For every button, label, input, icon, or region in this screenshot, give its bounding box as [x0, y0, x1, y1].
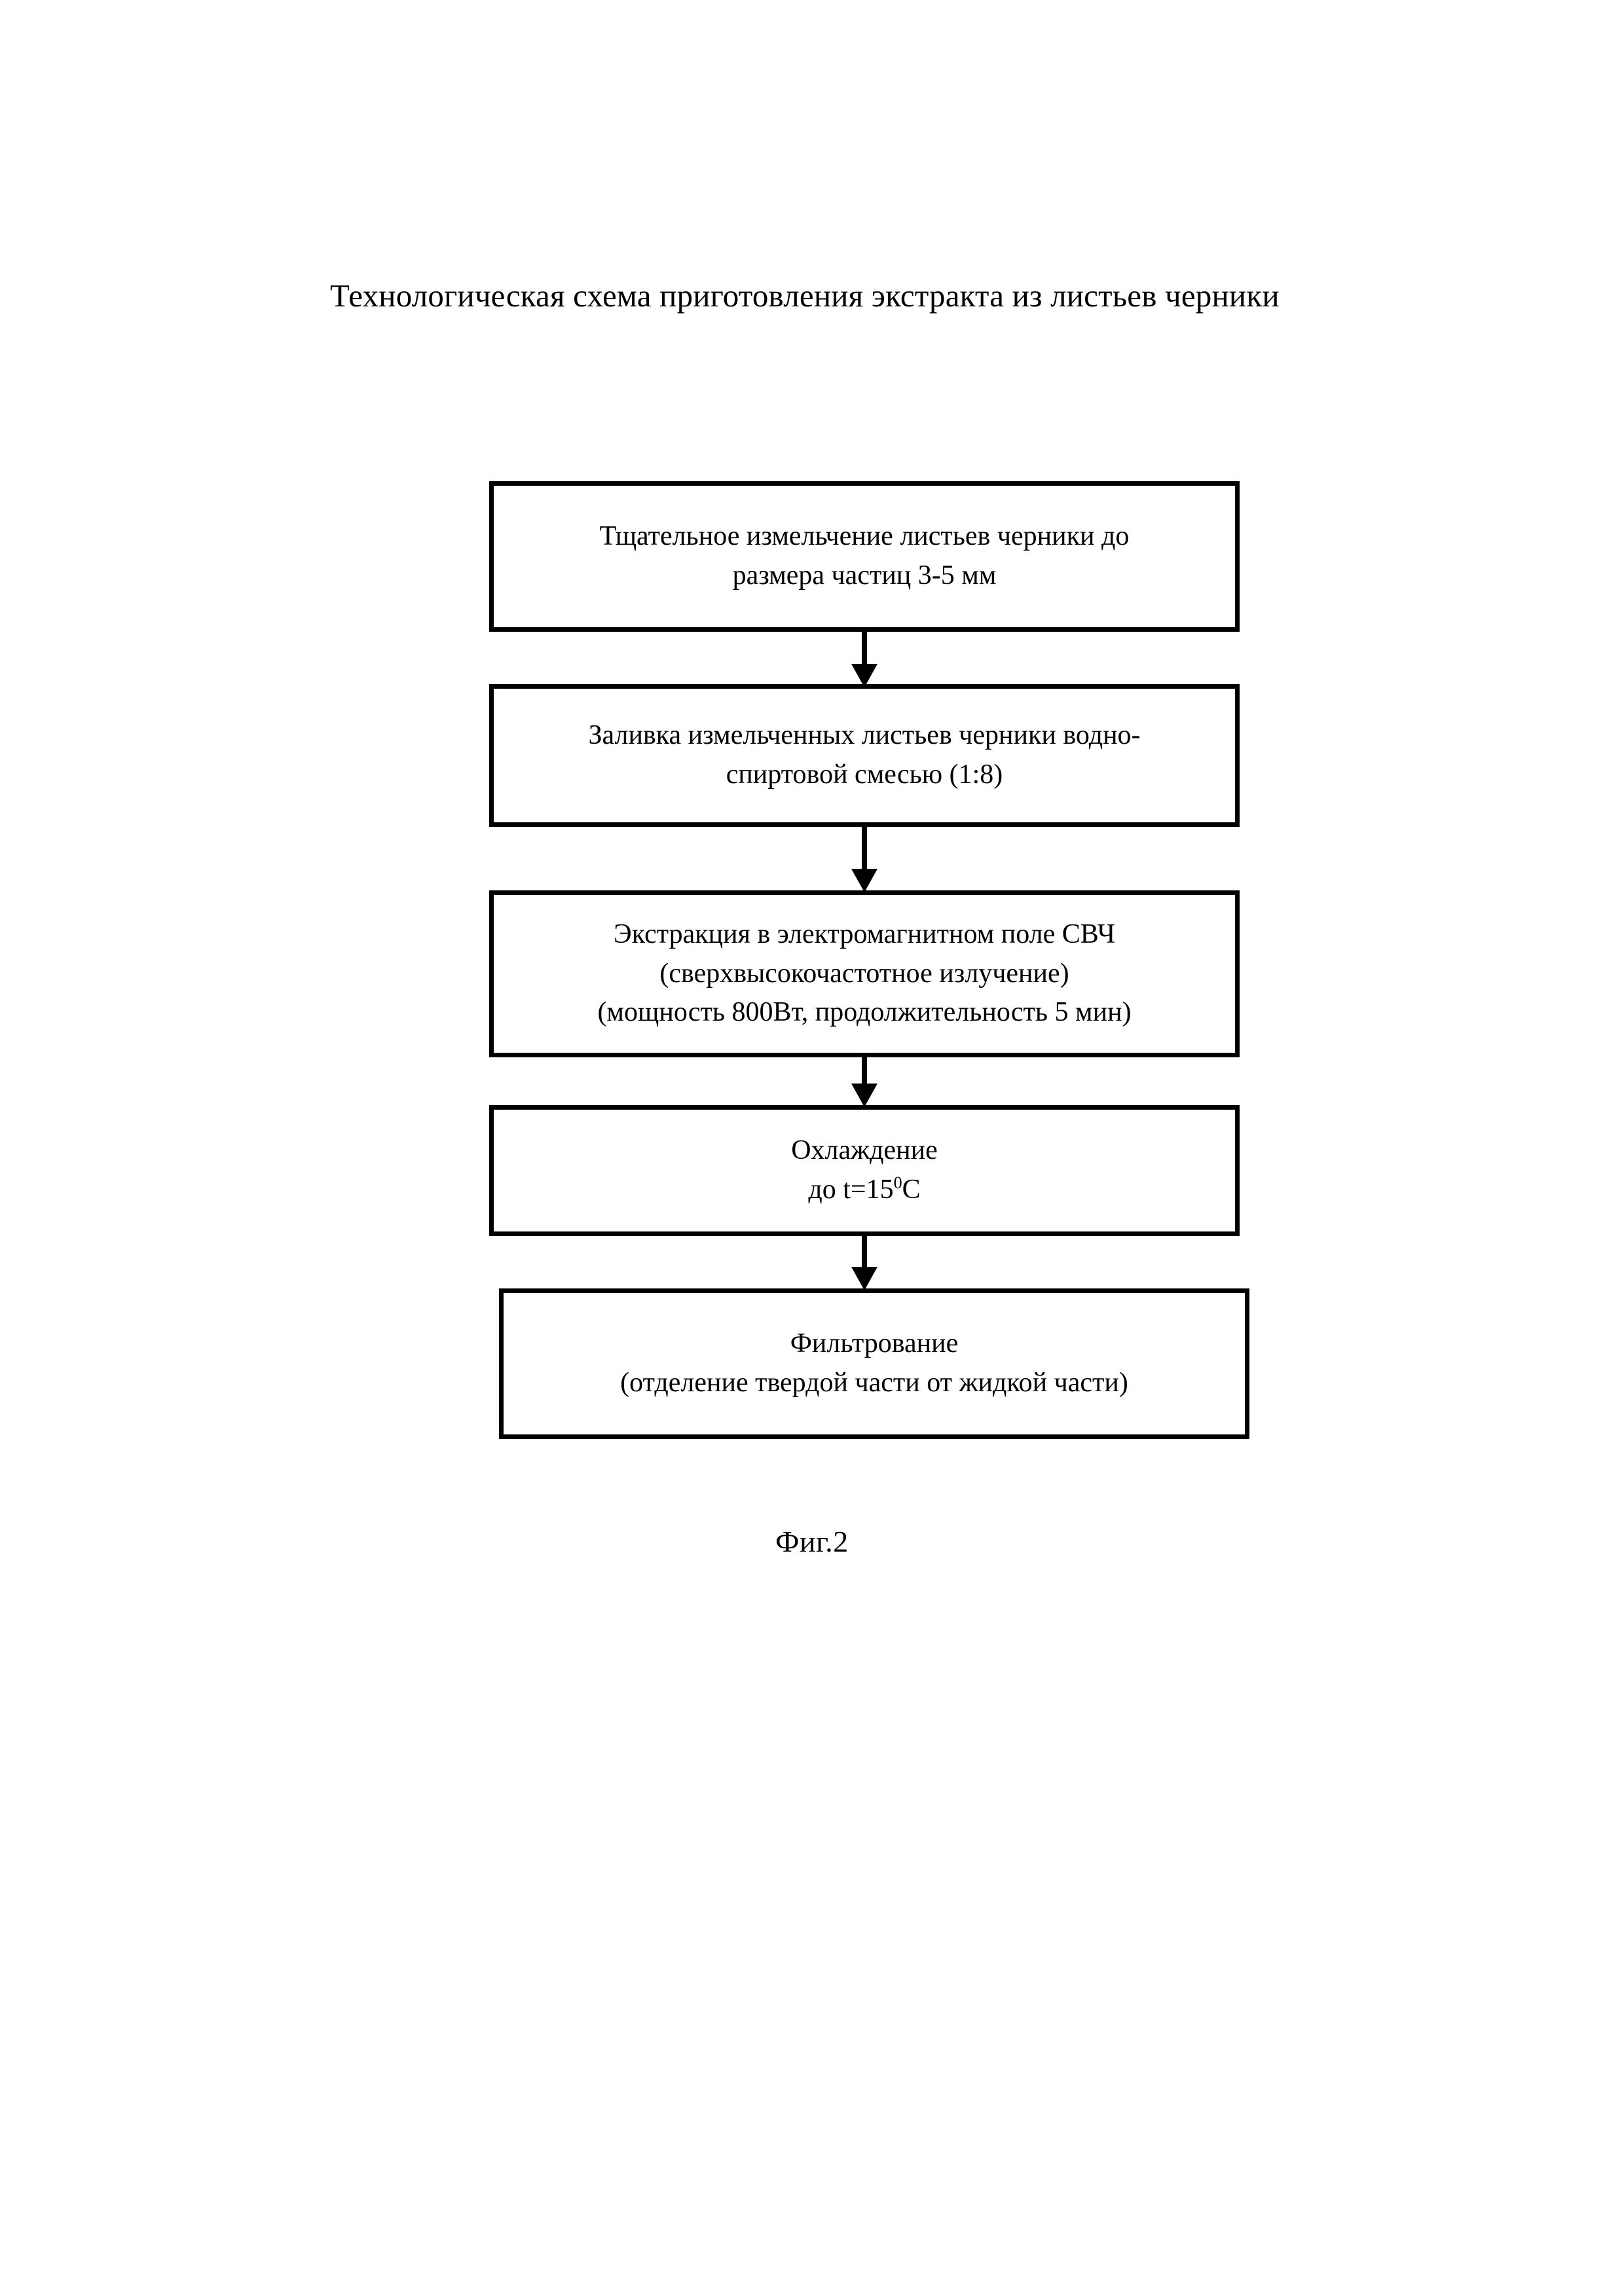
flow-step-soaking-line-1: Заливка измельченных листьев черники вод… [588, 720, 1141, 751]
arrow-head [851, 1084, 877, 1107]
flow-step-soaking-line-2: спиртовой смесью (1:8) [726, 759, 1003, 790]
arrow-stem [862, 1234, 867, 1267]
flow-arrow-4-icon [851, 1234, 877, 1290]
arrow-stem [862, 630, 867, 664]
arrow-stem [862, 1055, 867, 1084]
flow-step-microwave-extraction-text: Экстракция в электромагнитном поле СВЧ (… [583, 915, 1145, 1032]
temperature-degree-superscript: 0 [893, 1173, 902, 1192]
flow-arrow-3-icon [851, 1055, 877, 1107]
flow-step-extraction-line-3: (мощность 800Вт, продолжительность 5 мин… [597, 997, 1132, 1028]
flow-step-grinding-line-2: размера частиц 3-5 мм [732, 560, 997, 591]
flow-step-soaking: Заливка измельченных листьев черники вод… [489, 684, 1240, 827]
flow-step-soaking-text: Заливка измельченных листьев черники вод… [574, 716, 1154, 794]
flow-step-microwave-extraction: Экстракция в электромагнитном поле СВЧ (… [489, 890, 1240, 1057]
flow-step-grinding-line-1: Тщательное измельчение листьев черники д… [599, 521, 1130, 552]
page-title: Технологическая схема приготовления экст… [330, 278, 1280, 314]
flow-arrow-2-icon [851, 825, 877, 892]
flow-step-grinding-text: Тщательное измельчение листьев черники д… [585, 517, 1144, 595]
arrow-stem [862, 825, 867, 869]
flow-step-cooling-line-2: до t=15 [808, 1175, 894, 1205]
flow-step-filtration: Фильтрование (отделение твердой части от… [499, 1288, 1249, 1439]
arrow-head [851, 664, 877, 687]
flow-step-grinding: Тщательное измельчение листьев черники д… [489, 481, 1240, 632]
flow-step-cooling: Охлаждение до t=150С [489, 1105, 1240, 1236]
flow-step-filtration-line-2: (отделение твердой части от жидкой части… [620, 1368, 1128, 1398]
arrow-head [851, 1267, 877, 1290]
temperature-unit: С [902, 1175, 921, 1205]
flow-step-extraction-line-2: (сверхвысокочастотное излучение) [659, 958, 1069, 989]
flow-step-filtration-line-1: Фильтрование [790, 1328, 959, 1359]
arrow-head [851, 869, 877, 892]
flow-step-cooling-text: Охлаждение до t=150С [777, 1131, 952, 1209]
flow-step-filtration-text: Фильтрование (отделение твердой части от… [606, 1324, 1143, 1402]
flow-step-extraction-line-1: Экстракция в электромагнитном поле СВЧ [613, 919, 1115, 950]
flow-arrow-1-icon [851, 630, 877, 687]
flow-step-cooling-line-1: Охлаждение [791, 1135, 938, 1166]
figure-caption: Фиг.2 [775, 1525, 849, 1558]
